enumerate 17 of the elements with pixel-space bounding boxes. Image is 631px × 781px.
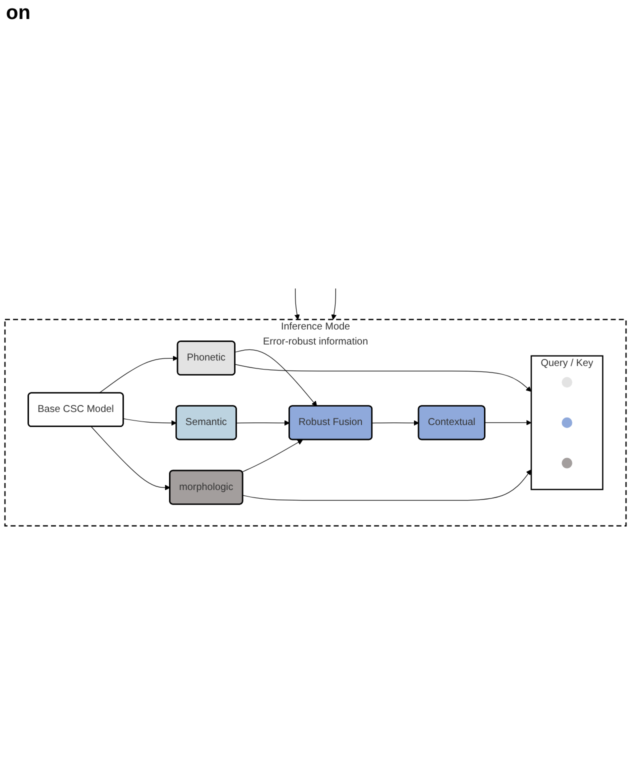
node-circle — [562, 377, 572, 388]
arrow — [242, 440, 303, 472]
arrow — [372, 420, 420, 426]
arrow — [294, 288, 300, 320]
arrow — [242, 469, 532, 501]
arrow — [98, 356, 178, 394]
node-circle — [562, 458, 572, 468]
arrow — [234, 364, 532, 392]
arrow — [484, 420, 532, 426]
arrow — [123, 418, 177, 426]
node-circle — [562, 417, 572, 428]
arrow — [91, 426, 170, 490]
text-fragment: on — [6, 2, 30, 24]
cluster: Query / Key — [530, 355, 604, 490]
arrow — [331, 288, 337, 320]
arrow — [234, 349, 318, 406]
arrow — [236, 420, 290, 426]
